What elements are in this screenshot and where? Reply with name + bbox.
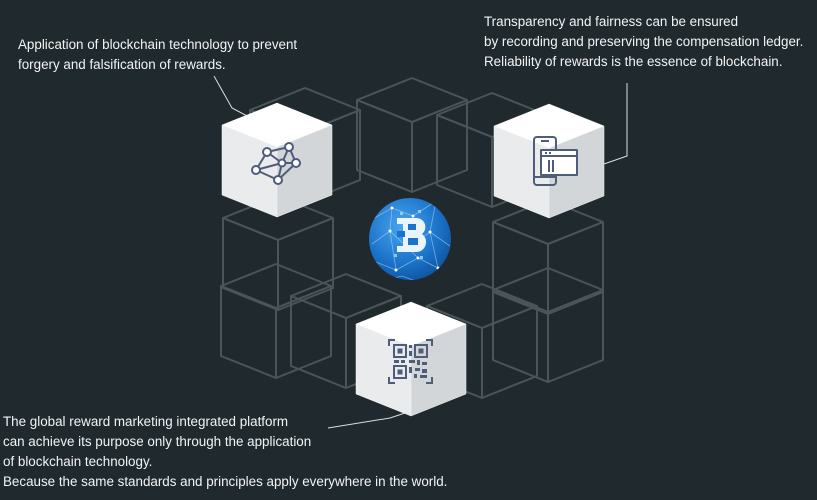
leader-line-top-left xyxy=(213,75,252,119)
outline-cube-back-center xyxy=(356,77,468,193)
caption-top-right-line-3: Reliability of rewards is the essence of… xyxy=(484,54,783,69)
caption-top-left-line-2: forgery and falsification of rewards. xyxy=(18,57,226,72)
wireframe-cubes xyxy=(220,77,604,399)
caption-top-left-line-1: Application of blockchain technology to … xyxy=(18,37,298,52)
caption-top-right-line-2: by recording and preserving the compensa… xyxy=(484,34,804,49)
leader-lines xyxy=(213,75,628,429)
caption-bottom-line-3: of blockchain technology. xyxy=(3,454,153,469)
mobile-browser-icon xyxy=(533,136,578,186)
blockchain-logo xyxy=(369,198,451,280)
outline-cube-mid-left xyxy=(222,195,334,311)
leader-line-top-right xyxy=(603,83,628,165)
caption-bottom-line-1: The global reward marketing integrated p… xyxy=(3,414,289,429)
caption-bottom: The global reward marketing integrated p… xyxy=(3,412,447,492)
outline-cube-low-right xyxy=(492,267,604,383)
network-nodes-icon xyxy=(251,142,301,185)
leader-line-bottom xyxy=(327,411,409,429)
caption-top-right-line-1: Transparency and fairness can be ensured xyxy=(484,14,739,29)
caption-bottom-line-2: can achieve its purpose only through the… xyxy=(3,434,312,449)
caption-top-left: Application of blockchain technology to … xyxy=(18,35,297,75)
highlight-cube-bottom xyxy=(355,301,467,417)
caption-top-right: Transparency and fairness can be ensured… xyxy=(484,12,803,72)
outline-cube-low-left xyxy=(220,263,332,379)
qr-code-icon xyxy=(388,339,433,384)
caption-bottom-line-4: Because the same standards and principle… xyxy=(3,474,448,489)
